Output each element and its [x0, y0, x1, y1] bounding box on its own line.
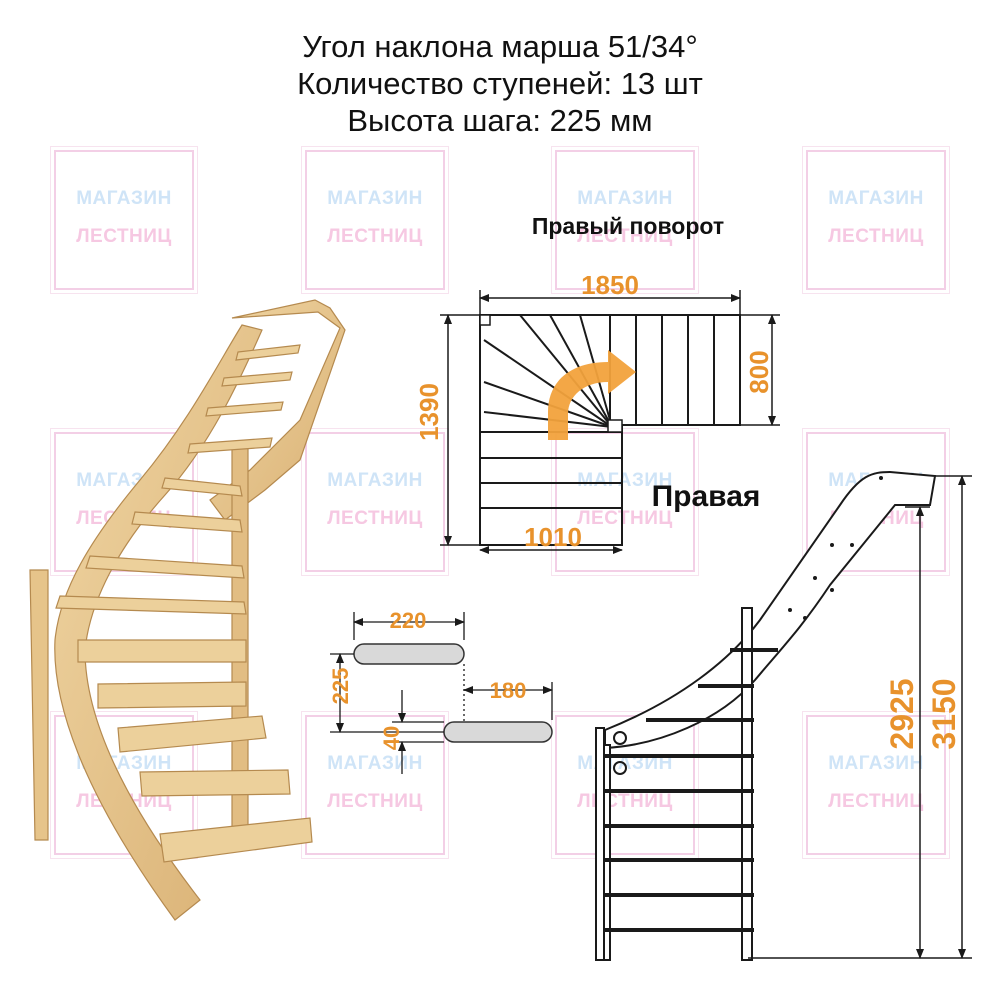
dim-width-total: 1850 — [581, 270, 639, 300]
dim-depth-total: 1390 — [414, 383, 444, 441]
step-detail: 220 180 225 40 — [328, 608, 553, 774]
dim-tread-thickness: 40 — [379, 726, 404, 750]
turn-arrow-icon — [548, 350, 636, 440]
dim-overlap: 180 — [490, 678, 527, 703]
elevation-newel — [741, 607, 753, 961]
dim-height-top: 2925 — [884, 678, 920, 749]
dim-lower-width: 1010 — [524, 522, 582, 552]
plan-title: Правый поворот — [532, 213, 724, 239]
lower-steps — [55, 477, 313, 863]
dim-riser-height: 225 — [328, 668, 353, 705]
outer-stringer — [54, 324, 263, 921]
step-count-text: Количество ступеней: 13 шт — [297, 66, 703, 101]
dim-tread-depth: 220 — [390, 608, 427, 633]
dim-upper-width: 800 — [744, 350, 774, 393]
header: Угол наклона марша 51/34° Количество сту… — [0, 28, 1000, 139]
elevation-dimensions — [748, 475, 972, 959]
upper-steps — [187, 344, 301, 454]
stringer-dots — [788, 476, 883, 620]
side-elevation — [595, 470, 937, 961]
flight-angle-text: Угол наклона марша 51/34° — [302, 29, 698, 64]
lower-tread — [443, 721, 553, 743]
staircase-illustration — [29, 299, 346, 921]
direction-label: Правая — [652, 480, 761, 513]
upper-tread — [353, 643, 465, 665]
left-post — [29, 569, 49, 841]
dim-height-total: 3150 — [926, 678, 962, 749]
plan-dimensions — [440, 290, 780, 554]
step-height-text: Высота шага: 225 мм — [347, 103, 653, 138]
